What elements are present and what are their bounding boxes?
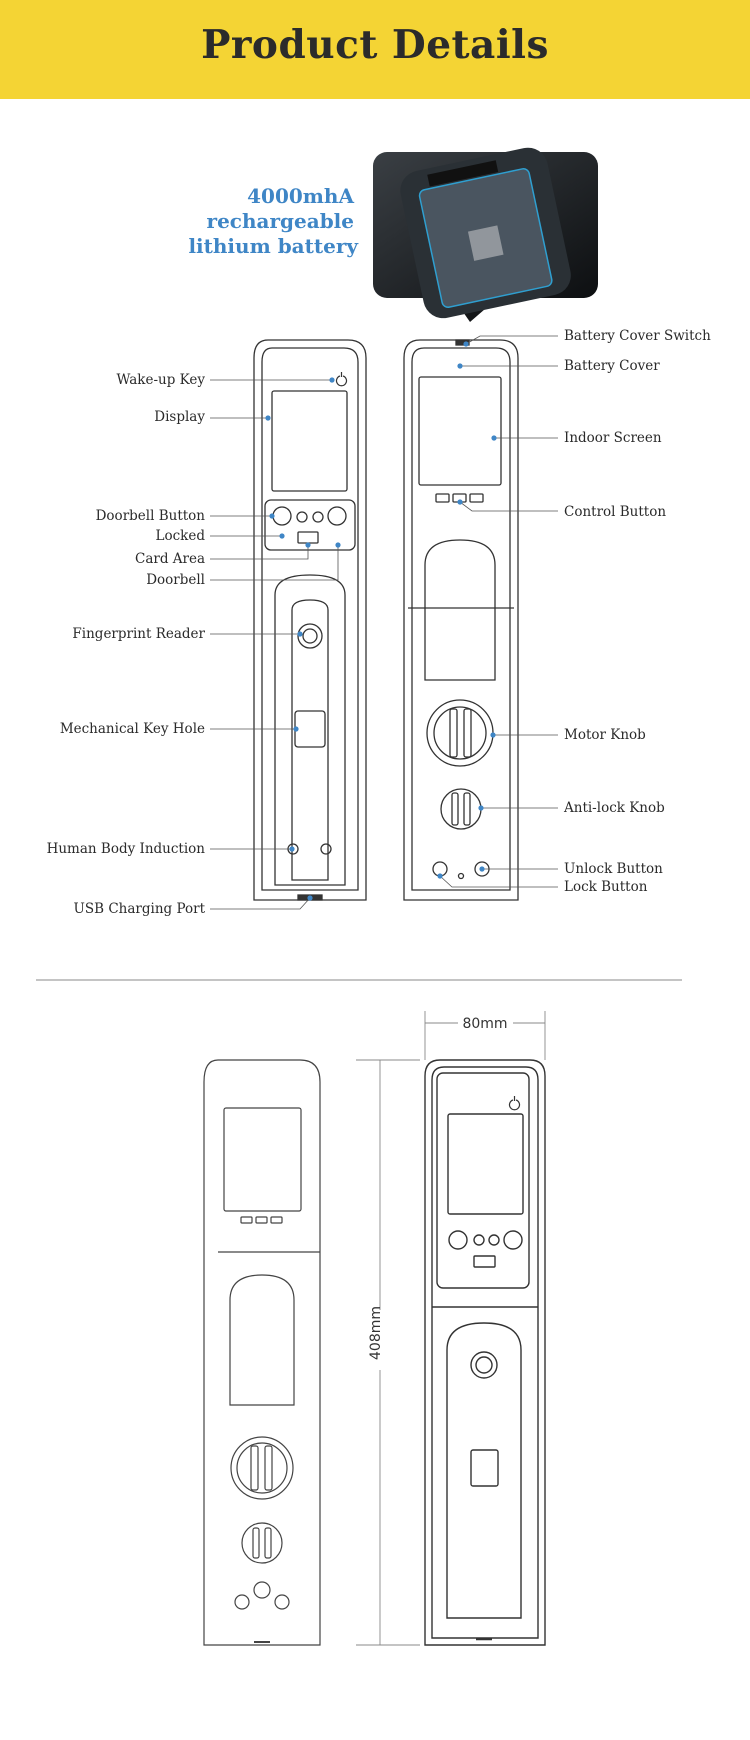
label-control-button: Control Button [564,504,666,520]
right-callout-dots [437,341,497,879]
label-human-body-induction: Human Body Induction [47,841,206,857]
label-battery-cover: Battery Cover [564,358,660,374]
label-battery-cover-switch: Battery Cover Switch [564,328,711,344]
left-callouts [210,379,339,910]
label-unlock-button: Unlock Button [564,861,663,877]
label-doorbell-button: Doorbell Button [96,508,206,524]
bottom-front-view [424,1059,546,1646]
left-callout-dots [265,377,341,901]
right-labels: Battery Cover Switch Battery Cover Indoo… [563,328,711,895]
battery-line-1: 4000mhA [247,184,354,208]
battery-line-3: lithium battery [188,234,359,258]
battery-photo [373,147,598,322]
label-doorbell: Doorbell [146,572,205,588]
front-lock-drawing [253,339,367,901]
label-wake-up-key: Wake-up Key [117,372,206,388]
page-title: Product Details [201,22,549,68]
dimension-lines [356,1011,546,1646]
back-lock-drawing [403,339,519,901]
label-usb-charging-port: USB Charging Port [74,901,206,917]
dimension-height: 408mm [368,1306,384,1360]
label-fingerprint-reader: Fingerprint Reader [72,626,205,642]
label-anti-lock-knob: Anti-lock Knob [563,800,665,816]
label-card-area: Card Area [135,551,205,567]
dimension-width: 80mm [462,1016,507,1032]
left-labels: Wake-up Key Display Doorbell Button Lock… [47,372,206,917]
right-callouts [439,335,558,888]
header-banner: Product Details [0,0,750,99]
label-mechanical-key-hole: Mechanical Key Hole [60,721,205,737]
label-display: Display [154,409,205,425]
label-motor-knob: Motor Knob [564,727,646,743]
bottom-back-view [203,1059,321,1646]
label-indoor-screen: Indoor Screen [564,430,662,446]
battery-line-2: rechargeable [207,209,354,233]
label-lock-button: Lock Button [564,879,648,895]
label-locked: Locked [156,528,206,544]
battery-text: 4000mhA rechargeable lithium battery [188,184,359,258]
